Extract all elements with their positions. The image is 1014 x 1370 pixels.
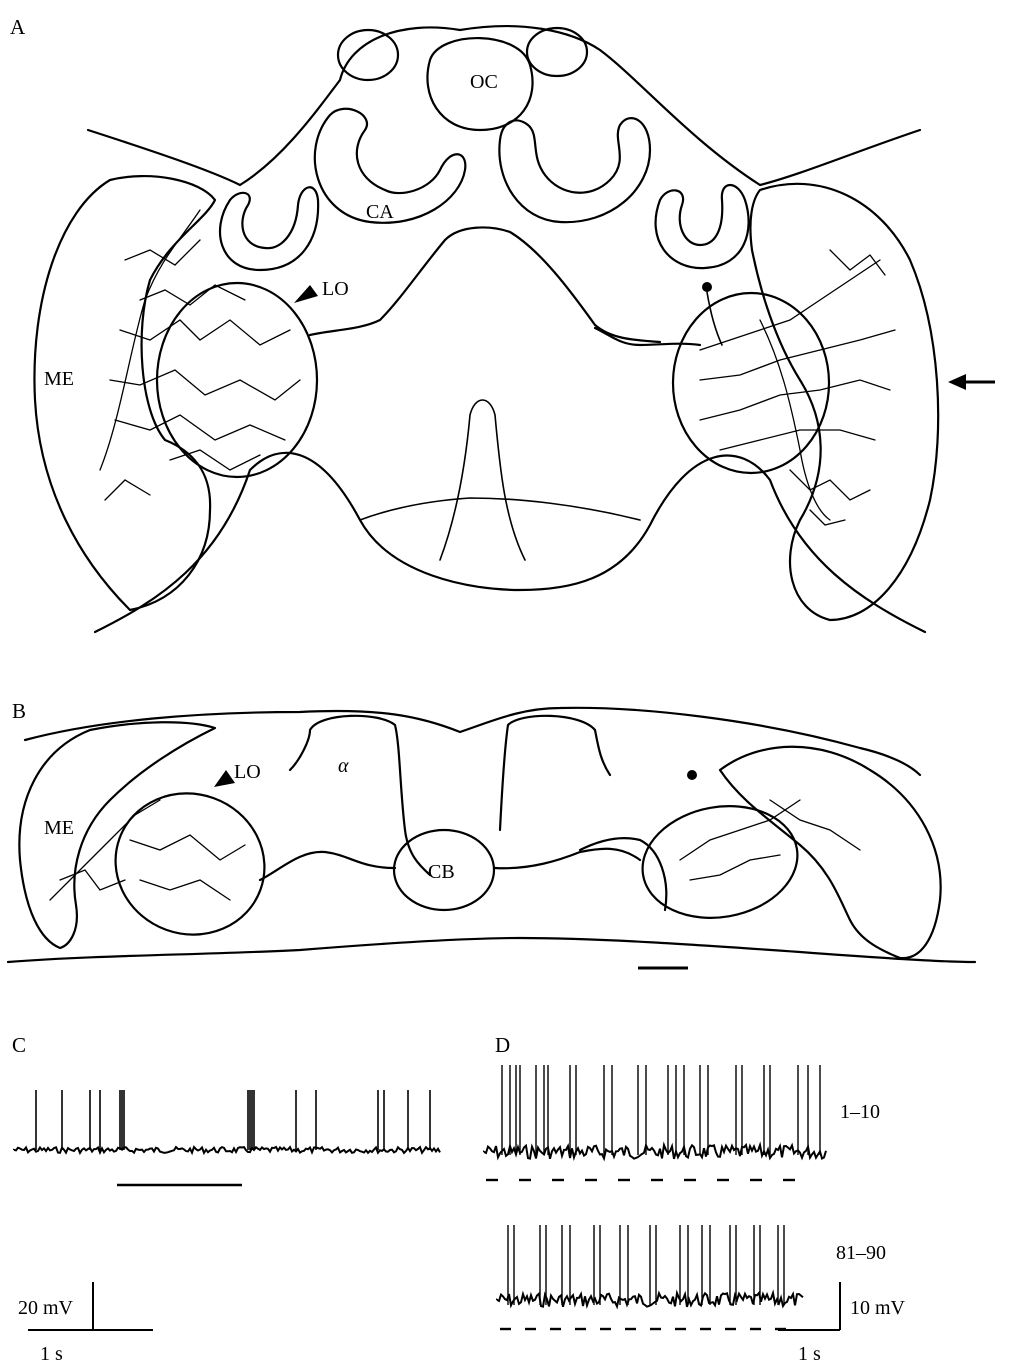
lo-pointer-b — [214, 770, 235, 787]
ocellus-right — [527, 28, 587, 76]
alpha-lobe-left — [290, 716, 430, 875]
panel-b: B ME LO α CB — [8, 699, 975, 968]
label-cb: CB — [428, 861, 455, 883]
central-notch-a — [440, 400, 525, 560]
label-lo-a: LO — [322, 278, 349, 300]
soma-b — [687, 770, 697, 780]
label-ca: CA — [366, 201, 394, 223]
lobula-left-a — [157, 283, 317, 477]
medulla-right-b — [720, 747, 941, 958]
panel-label-c: C — [12, 1033, 26, 1057]
label-me-left-b: ME — [44, 817, 74, 839]
calyx-outer-right-a — [656, 185, 749, 268]
alpha-lobe-right — [500, 716, 610, 830]
arrow-head-icon — [948, 374, 966, 390]
label-oc: OC — [470, 71, 498, 93]
label-lo-b: LO — [234, 761, 261, 783]
label-1s-c: 1 s — [40, 1343, 63, 1365]
lobula-left-b — [96, 773, 285, 956]
label-1-10: 1–10 — [840, 1101, 880, 1123]
panel-a: A OC CA ME LO — [10, 15, 995, 632]
panel-label-b: B — [12, 699, 26, 723]
label-alpha: α — [338, 755, 349, 777]
calyx-inner-right-a — [499, 118, 650, 222]
ocellus-left — [338, 30, 398, 80]
label-81-90: 81–90 — [836, 1242, 886, 1264]
dendrites-right-a — [700, 250, 895, 525]
lo-pointer-a — [294, 285, 318, 303]
label-me-left: ME — [44, 368, 74, 390]
protocerebrum-a — [310, 227, 660, 342]
medulla-right-a — [750, 184, 938, 620]
brain-outline-b-top — [25, 708, 920, 775]
panel-c: C 20 mV 1 s — [12, 1033, 440, 1365]
label-20mv: 20 mV — [18, 1297, 74, 1319]
trace-c-baseline — [14, 1147, 440, 1153]
brain-outline-upper — [88, 26, 920, 185]
lobula-right-a — [673, 293, 829, 473]
trace-d-bottom — [497, 1225, 803, 1307]
panel-d: D 1–10 81–90 10 mV 1 s — [484, 1033, 906, 1365]
trace-c — [14, 1090, 440, 1153]
label-10mv: 10 mV — [850, 1297, 906, 1319]
panel-label-a: A — [10, 15, 26, 39]
dendrites-b — [50, 800, 860, 900]
subesophageal-a — [360, 498, 640, 520]
medulla-left-a — [34, 176, 215, 610]
label-1s-d: 1 s — [798, 1343, 821, 1365]
soma-a — [702, 282, 712, 292]
calyx-outer-left-a — [220, 187, 318, 270]
panel-label-d: D — [495, 1033, 510, 1057]
trace-d-top — [484, 1065, 826, 1159]
brain-outline-b-bottom — [8, 938, 975, 962]
